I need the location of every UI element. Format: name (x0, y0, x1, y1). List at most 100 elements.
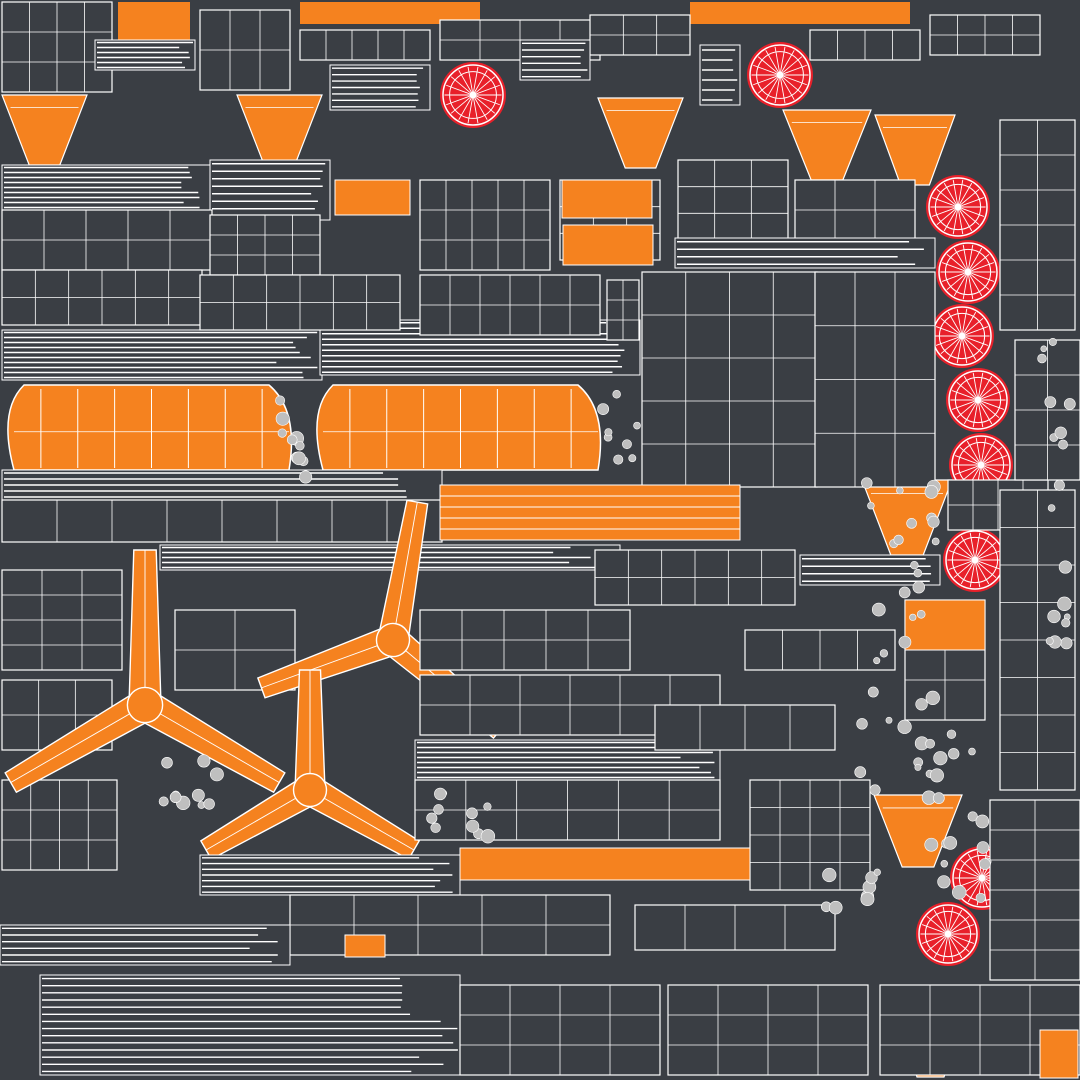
orange-block (300, 2, 480, 24)
wheel-spoke (467, 66, 473, 92)
wheel-spoke (926, 935, 946, 953)
wire-panel (667, 984, 869, 1076)
wheel-spoke (955, 868, 979, 878)
wheel-spoke (958, 210, 964, 235)
small-circle (867, 501, 875, 510)
wheel-spoke (960, 562, 974, 585)
wheel-spoke (962, 244, 968, 269)
wheel-spoke (476, 95, 500, 106)
wheel-spoke (765, 50, 779, 73)
orange-block (344, 934, 386, 958)
small-circle (943, 836, 958, 850)
wheel-spoke (964, 317, 984, 335)
strip-frame (0, 924, 291, 966)
small-circle (286, 434, 298, 446)
circle-cluster (1037, 337, 1076, 650)
wheel-spoke (978, 403, 984, 428)
wire-panel (419, 179, 551, 271)
small-circle (275, 411, 290, 426)
wheel-spoke (753, 75, 777, 86)
wheel-spoke (935, 336, 959, 346)
orange-block (334, 179, 411, 216)
small-circle (295, 441, 305, 451)
wheel-spoke (450, 96, 471, 114)
wheel-hub (958, 332, 966, 340)
wheel-spoke (942, 937, 948, 962)
small-circle (822, 867, 837, 883)
circle-cluster (924, 729, 992, 903)
wheel-spoke (979, 375, 993, 398)
wheel-hub (964, 268, 972, 276)
wire-panel (749, 779, 871, 891)
small-circle (906, 518, 917, 529)
small-circle (937, 875, 951, 889)
wire-panel (299, 29, 431, 61)
small-circle (933, 751, 948, 766)
wheel-spoke (969, 563, 975, 588)
wheel-spoke (935, 326, 959, 336)
wheel-spoke (965, 326, 989, 336)
wheel-spoke (982, 440, 996, 463)
small-circle (873, 657, 881, 665)
small-circle (975, 892, 986, 903)
small-circle (197, 754, 211, 768)
strip-frame (1, 329, 323, 381)
wheel-spoke (458, 97, 472, 120)
wheel-spoke (960, 859, 980, 877)
small-circle (1047, 504, 1056, 512)
small-circle (597, 403, 610, 415)
small-circle (612, 390, 621, 399)
wheel-spoke (984, 455, 1008, 465)
orange-trapezoid (597, 97, 684, 169)
small-circle (828, 900, 843, 915)
small-circle (1044, 396, 1057, 408)
wheel-spoke (970, 253, 990, 271)
circle-cluster (597, 390, 641, 465)
circle-cluster (820, 867, 881, 915)
wire-panel (989, 799, 1080, 981)
wheel-spoke (962, 308, 968, 333)
wheel-spoke (931, 207, 955, 217)
line-strip (1, 329, 323, 381)
small-circle (925, 738, 935, 749)
wheel-spoke (952, 210, 958, 235)
wire-panel (1, 569, 123, 671)
line-strip (1, 469, 443, 501)
wheel-spoke (967, 853, 981, 876)
wire-panel (589, 14, 691, 56)
red-wheel (440, 62, 506, 128)
wheel-spoke (446, 95, 470, 106)
wheel-hub (469, 91, 477, 99)
small-circle (948, 748, 960, 760)
small-circle (1040, 345, 1048, 353)
small-circle (480, 829, 496, 844)
wheel-spoke (969, 274, 983, 297)
panel-frame (419, 179, 551, 271)
tripod-hub (126, 686, 164, 724)
wheel-spoke (976, 562, 990, 585)
wheel-spoke (933, 909, 947, 932)
wheel-spoke (980, 401, 1000, 419)
orange-block (561, 179, 653, 219)
wheel-spoke (959, 209, 973, 232)
wheel-spoke (956, 381, 976, 399)
small-circle (1045, 637, 1054, 645)
wheel-spoke (783, 75, 807, 86)
wheel-spoke (781, 77, 795, 100)
wheel-spoke (956, 401, 976, 419)
wheel-spoke (977, 561, 997, 579)
wire-panel (1, 1, 113, 93)
small-circle (434, 787, 447, 801)
small-circle (466, 819, 480, 833)
wheel-spoke (961, 197, 985, 207)
small-circle (933, 792, 945, 804)
wheel-spoke (978, 560, 1002, 570)
wheel-spoke (757, 76, 778, 94)
small-circle (209, 767, 224, 782)
wheel-spoke (972, 372, 978, 397)
orange-block (118, 2, 190, 42)
wheel-spoke (946, 273, 966, 291)
wheel-hub (776, 71, 784, 79)
wire-panel (459, 984, 661, 1076)
